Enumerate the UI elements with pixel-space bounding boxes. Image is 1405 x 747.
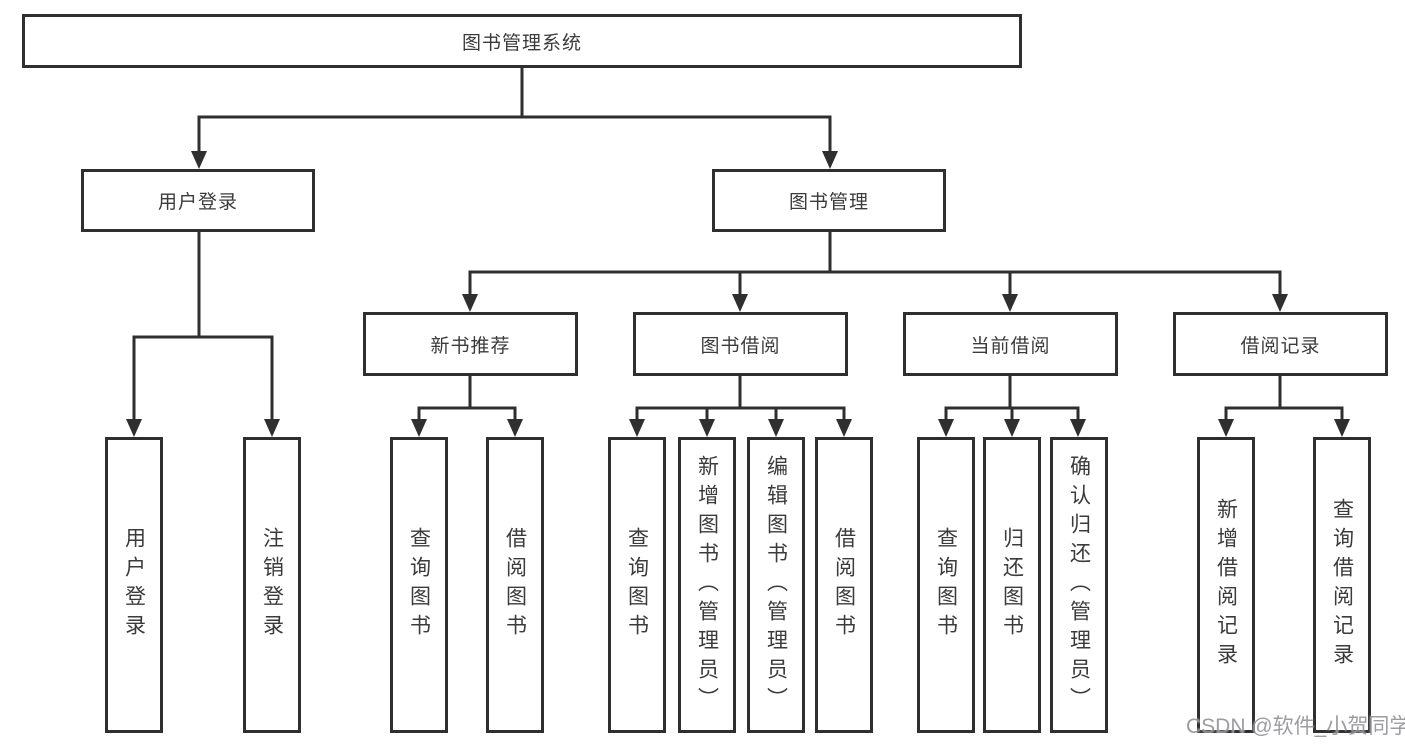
node-user-login-label: 用户登录: [157, 192, 238, 213]
leaf-current-query-label: 查询图书: [934, 527, 958, 643]
leaf-logout-label: 注销登录: [260, 527, 284, 643]
leaf-borrow-query: 查询图书: [608, 437, 666, 733]
leaf-current-query: 查询图书: [917, 437, 975, 733]
leaf-borrow-add-admin-label: 新增图书（管理员）: [695, 454, 719, 716]
leaf-records-add: 新增借阅记录: [1197, 437, 1255, 733]
leaf-newbooks-borrow: 借阅图书: [486, 437, 544, 733]
node-borrow-records-label: 借阅记录: [1240, 335, 1321, 357]
leaf-current-confirm-admin-label: 确认归还（管理员）: [1067, 454, 1091, 716]
node-new-books-label: 新书推荐: [430, 335, 511, 357]
node-book-mgmt: 图书管理: [712, 169, 946, 232]
node-book-mgmt-label: 图书管理: [788, 192, 869, 213]
leaf-borrow-query-label: 查询图书: [625, 527, 649, 643]
leaf-newbooks-query-label: 查询图书: [407, 527, 431, 643]
leaf-borrow-edit-admin-label: 编辑图书（管理员）: [764, 454, 788, 716]
node-new-books: 新书推荐: [363, 312, 578, 376]
node-current-borrow-label: 当前借阅: [970, 335, 1051, 357]
node-book-borrow-label: 图书借阅: [700, 335, 781, 357]
leaf-newbooks-borrow-label: 借阅图书: [503, 527, 527, 643]
leaf-borrow-borrow: 借阅图书: [815, 437, 873, 733]
leaf-logout: 注销登录: [243, 437, 301, 733]
leaf-current-return: 归还图书: [983, 437, 1041, 733]
node-root: 图书管理系统: [22, 14, 1022, 68]
node-book-borrow: 图书借阅: [633, 312, 848, 376]
leaf-borrow-borrow-label: 借阅图书: [832, 527, 856, 643]
leaf-records-query-label: 查询借阅记录: [1330, 498, 1354, 672]
leaf-records-query: 查询借阅记录: [1313, 437, 1371, 733]
leaf-user-login-label: 用户登录: [122, 527, 146, 643]
node-root-label: 图书管理系统: [461, 32, 582, 54]
leaf-records-add-label: 新增借阅记录: [1214, 498, 1238, 672]
node-borrow-records: 借阅记录: [1173, 312, 1388, 376]
leaf-user-login: 用户登录: [105, 437, 163, 733]
node-user-login: 用户登录: [81, 169, 315, 232]
node-current-borrow: 当前借阅: [903, 312, 1118, 376]
leaf-borrow-add-admin: 新增图书（管理员）: [678, 437, 736, 733]
leaf-newbooks-query: 查询图书: [390, 437, 448, 733]
leaf-borrow-edit-admin: 编辑图书（管理员）: [747, 437, 805, 733]
csdn-watermark: CSDN @软件_小贺同学: [1186, 715, 1405, 738]
leaf-current-confirm-admin: 确认归还（管理员）: [1050, 437, 1108, 733]
leaf-current-return-label: 归还图书: [1000, 527, 1024, 643]
